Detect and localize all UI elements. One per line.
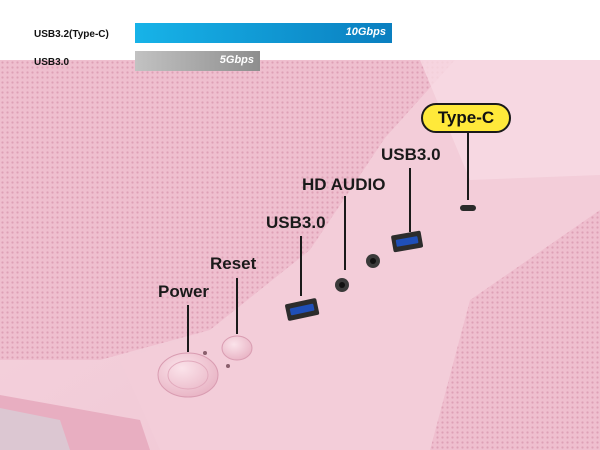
- speed-bar-usb32: 10Gbps: [135, 23, 392, 43]
- mesh-panel-right: [430, 210, 600, 450]
- mesh-panel-top: [0, 60, 455, 360]
- label-power: Power: [158, 282, 210, 301]
- speed-value-usb32: 10Gbps: [345, 26, 386, 38]
- label-usb3-left: USB3.0: [266, 213, 326, 232]
- reset-button: [221, 335, 253, 361]
- label-usb3-right: USB3.0: [381, 145, 441, 164]
- speed-value-usb30: 5Gbps: [219, 54, 254, 66]
- power-button: [157, 352, 219, 398]
- speed-name-usb32: USB3.2(Type-C): [34, 29, 109, 40]
- usb3-port-right: [391, 230, 424, 253]
- type-c-port: [460, 205, 476, 211]
- speed-bar-usb30: 5Gbps: [135, 51, 260, 71]
- usb3-port-left: [285, 298, 320, 321]
- label-type-c: Type-C: [421, 103, 511, 133]
- speed-name-usb30: USB3.0: [34, 57, 70, 68]
- label-reset: Reset: [210, 254, 257, 273]
- label-hd-audio: HD AUDIO: [302, 175, 386, 194]
